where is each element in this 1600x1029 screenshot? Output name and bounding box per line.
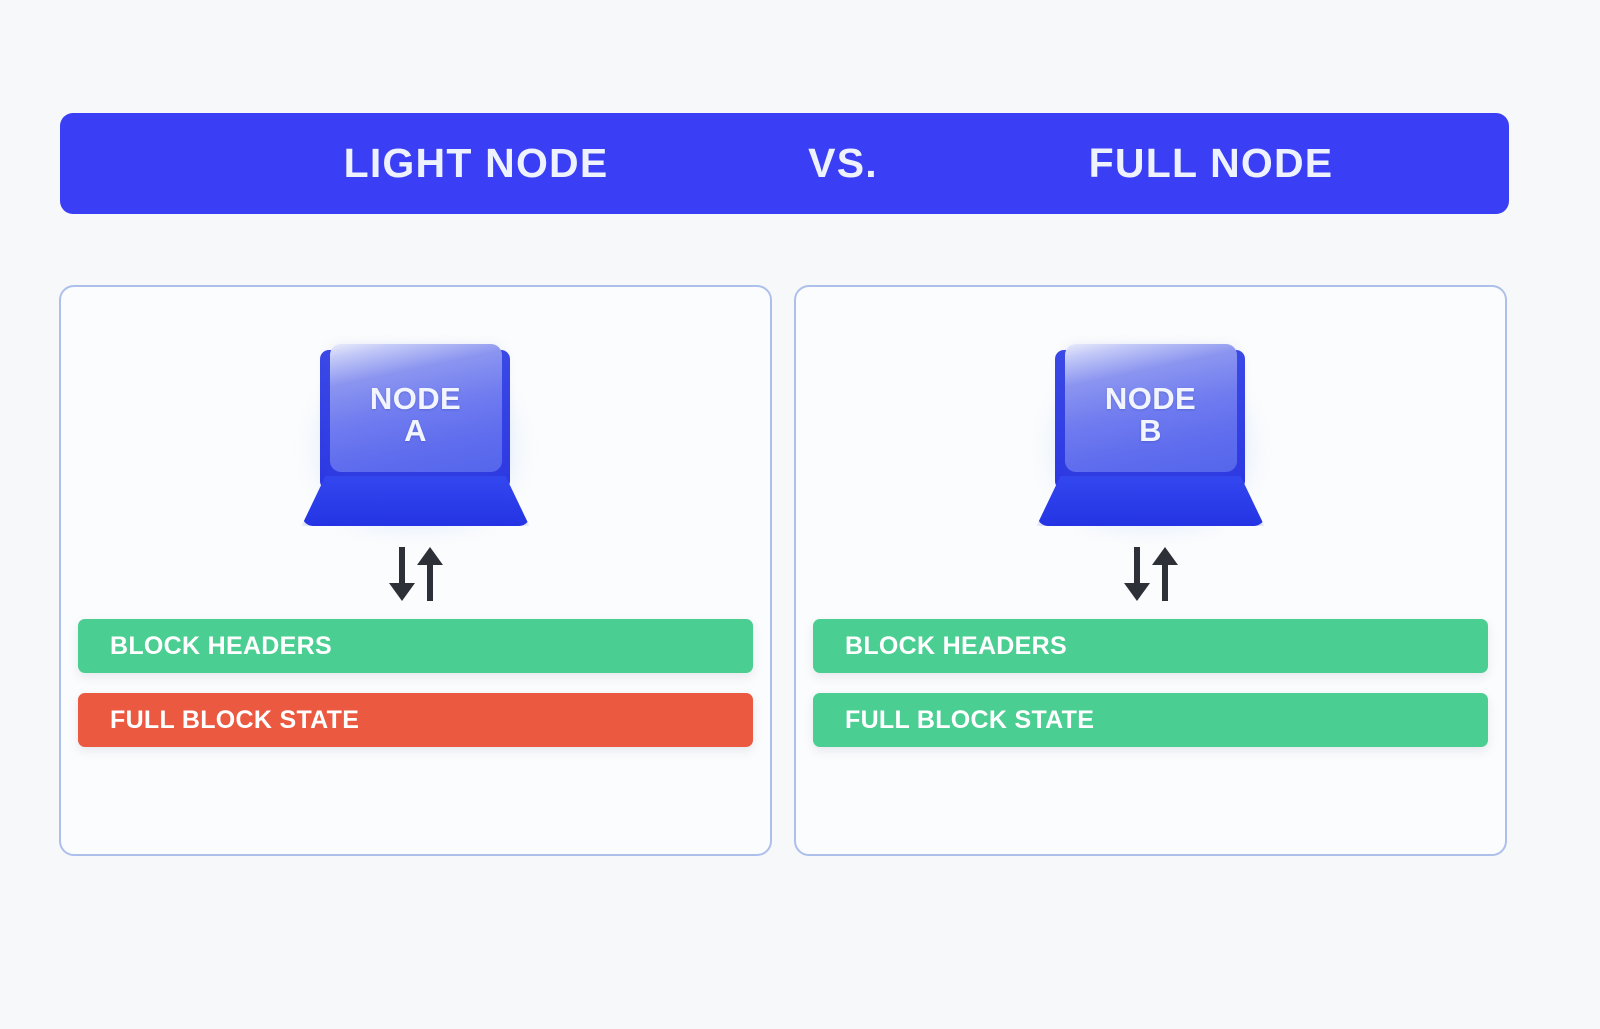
- up-arrow-head: [416, 547, 443, 565]
- down-arrow-head: [388, 583, 415, 601]
- down-arrow-head: [1123, 583, 1150, 601]
- status-bar-label: BLOCK HEADERS: [110, 631, 332, 660]
- laptop-label-line1: NODE: [1104, 381, 1197, 417]
- up-arrow-head: [1151, 547, 1178, 565]
- laptop-label-line2: B: [1139, 413, 1162, 448]
- comparison-banner: LIGHT NODE VS. FULL NODE: [60, 113, 1509, 214]
- banner-title-full-node: FULL NODE: [1088, 140, 1334, 186]
- status-bars-full-node: BLOCK HEADERS FULL BLOCK STATE: [813, 619, 1488, 767]
- sync-arrows-node-b: [1115, 545, 1187, 603]
- banner-title-vs: VS.: [808, 140, 878, 186]
- laptop-label-line1: NODE: [369, 381, 462, 417]
- laptop-node-b: NODE B: [1031, 332, 1271, 537]
- status-bar-label: FULL BLOCK STATE: [845, 705, 1095, 734]
- laptop-base: [1036, 476, 1265, 526]
- status-bars-light-node: BLOCK HEADERS FULL BLOCK STATE: [78, 619, 753, 767]
- laptop-base: [301, 476, 530, 526]
- panel-light-node: NODE A BLOCK HEADERS FULL BLOCK STAT: [59, 285, 772, 856]
- laptop-screen: NODE A: [329, 344, 502, 472]
- status-bar-full-block-state: FULL BLOCK STATE: [813, 693, 1488, 747]
- status-bar-block-headers: BLOCK HEADERS: [813, 619, 1488, 673]
- status-bar-label: FULL BLOCK STATE: [110, 705, 360, 734]
- banner-title-light-node: LIGHT NODE: [343, 140, 609, 186]
- laptop-screen-label: NODE A: [370, 383, 461, 446]
- status-bar-label: BLOCK HEADERS: [845, 631, 1067, 660]
- laptop-node-a: NODE A: [296, 332, 536, 537]
- status-bar-block-headers: BLOCK HEADERS: [78, 619, 753, 673]
- status-bar-full-block-state: FULL BLOCK STATE: [78, 693, 753, 747]
- panel-full-node: NODE B BLOCK HEADERS FULL BLOCK STAT: [794, 285, 1507, 856]
- laptop-label-line2: A: [404, 413, 427, 448]
- laptop-screen-label: NODE B: [1105, 383, 1196, 446]
- sync-arrows-node-a: [380, 545, 452, 603]
- laptop-screen: NODE B: [1064, 344, 1237, 472]
